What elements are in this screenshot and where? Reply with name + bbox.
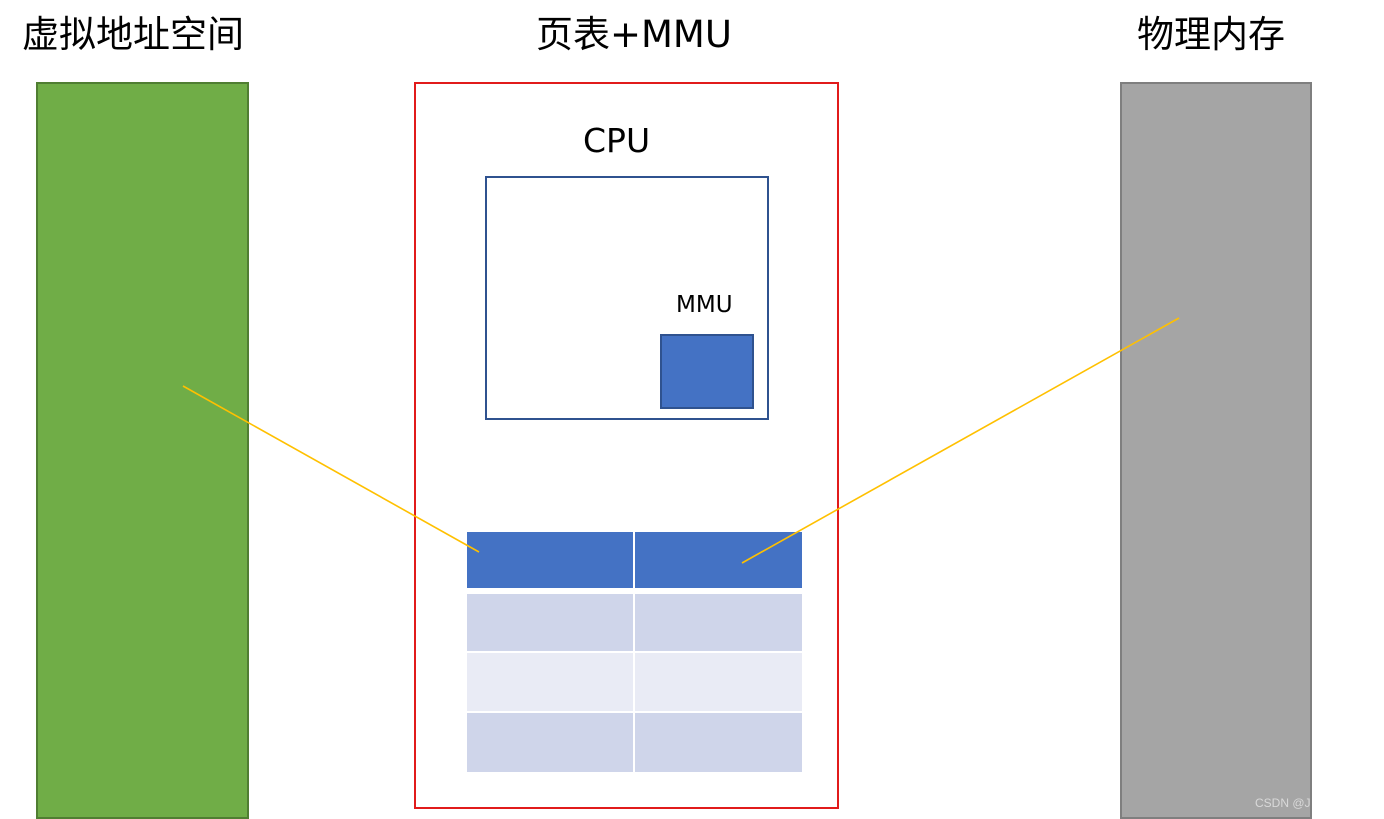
page-table-cell-row2-right [635,653,802,711]
cpu-label: CPU [583,121,651,160]
page-table-cell-header-right [635,532,802,588]
page-table-cell-row3-right [635,713,802,772]
mmu-box [660,334,754,409]
page-table [467,532,802,772]
virtual-address-space-title: 虚拟地址空间 [22,13,244,56]
page-table-mmu-title: 页表+MMU [536,13,732,56]
virtual-address-space-block [36,82,249,819]
page-table-cell-row1-left [467,594,633,651]
physical-memory-block [1120,82,1312,819]
page-table-cell-row2-left [467,653,633,711]
page-table-cell-row1-right [635,594,802,651]
page-table-cell-header-left [467,532,633,588]
mmu-label: MMU [676,292,733,318]
watermark: CSDN @J [1255,796,1311,810]
page-table-cell-row3-left [467,713,633,772]
physical-memory-title: 物理内存 [1137,13,1285,56]
